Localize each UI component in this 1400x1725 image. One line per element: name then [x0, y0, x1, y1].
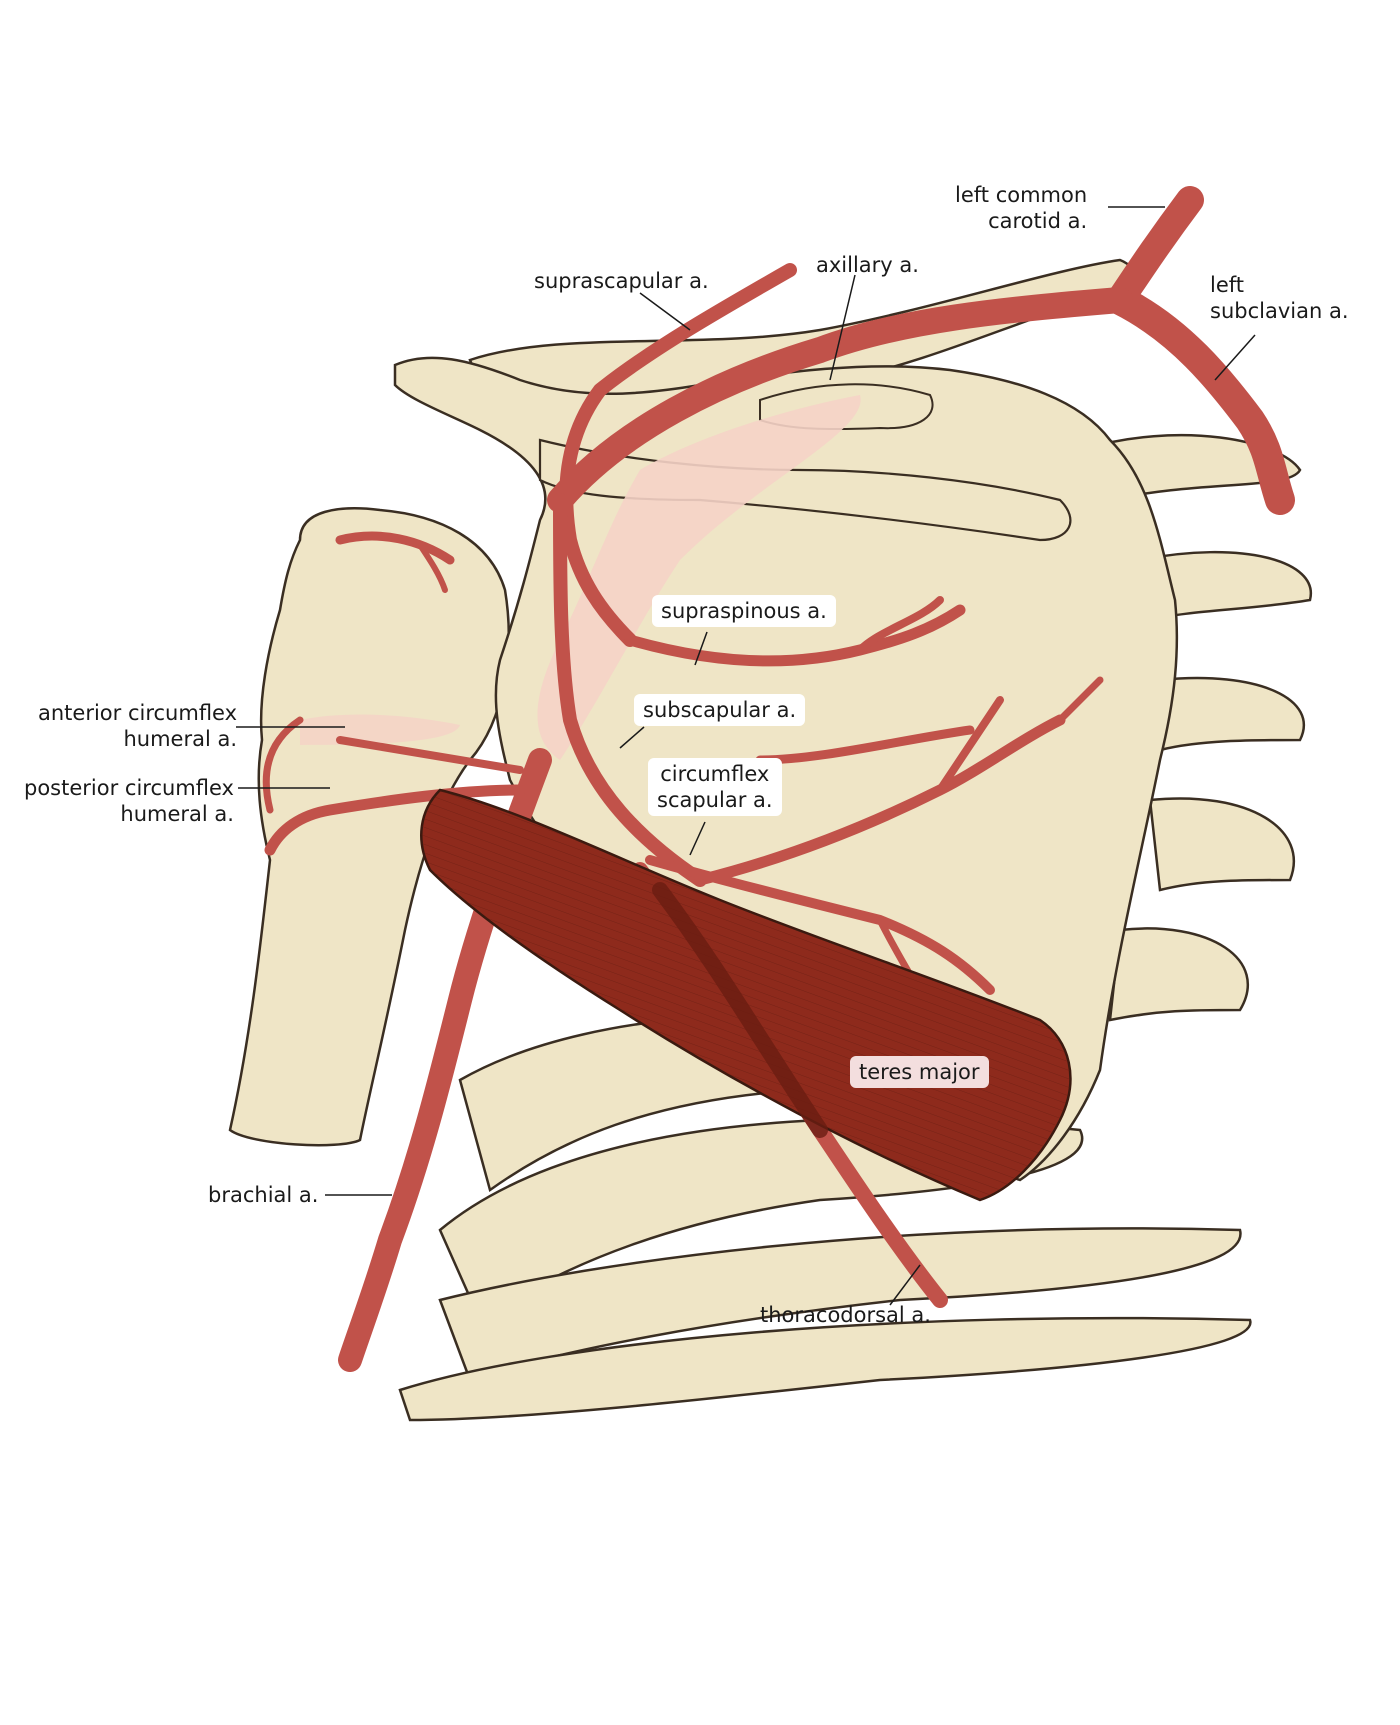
- leader-suprascapular: [640, 293, 690, 330]
- label-teres-major: teres major: [850, 1056, 989, 1088]
- label-left-subclavian: left subclavian a.: [1210, 272, 1349, 324]
- label-subscapular: subscapular a.: [634, 694, 805, 726]
- rib-4: [1150, 798, 1294, 890]
- label-left-common-carotid: left common carotid a.: [955, 182, 1087, 234]
- label-posterior-circumflex-humeral: posterior circumflex humeral a.: [24, 775, 234, 827]
- label-supraspinous: supraspinous a.: [652, 595, 836, 627]
- label-brachial: brachial a.: [208, 1182, 318, 1208]
- label-axillary: axillary a.: [816, 252, 919, 278]
- rib-3: [1160, 678, 1304, 750]
- leader-subclavian: [1215, 335, 1255, 380]
- label-anterior-circumflex-humeral: anterior circumflex humeral a.: [38, 700, 237, 752]
- rib-5: [1110, 928, 1248, 1020]
- label-thoracodorsal: thoracodorsal a.: [760, 1302, 931, 1328]
- left-common-carotid-artery: [1120, 200, 1190, 300]
- label-suprascapular: suprascapular a.: [534, 268, 709, 294]
- label-circumflex-scapular: circumflex scapular a.: [648, 758, 782, 816]
